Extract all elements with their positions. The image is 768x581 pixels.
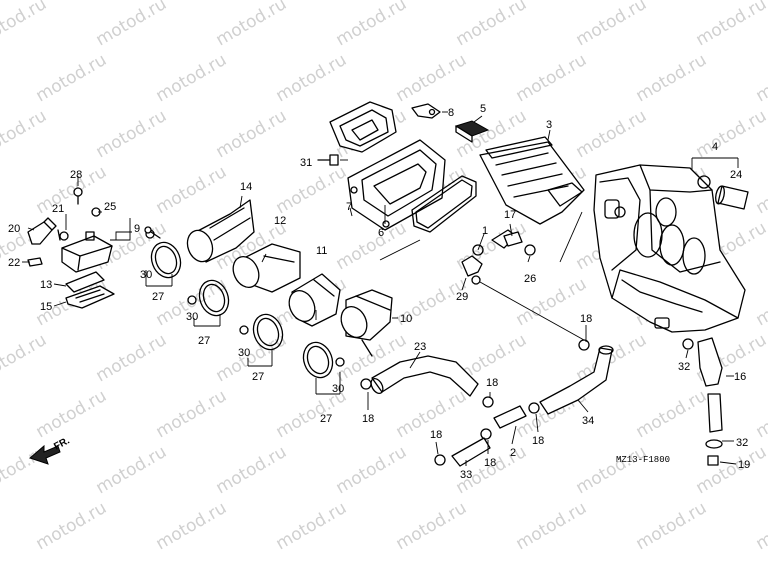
- callout-18-b: 18: [486, 377, 498, 389]
- watermark-text: motod.ru: [633, 386, 711, 442]
- watermark-text: motod.ru: [753, 274, 768, 330]
- watermark-text: motod.ru: [753, 50, 768, 106]
- callout-27-c: 27: [252, 371, 264, 383]
- watermark-text: motod.ru: [153, 50, 231, 106]
- callout-30-c: 30: [238, 347, 250, 359]
- watermark-text: motod.ru: [633, 50, 711, 106]
- callout-9: 9: [134, 223, 140, 235]
- watermark-text: motod.ru: [93, 442, 171, 498]
- callout-28: 28: [70, 169, 82, 181]
- watermark-text: motod.ru: [93, 330, 171, 386]
- callout-12: 12: [274, 215, 286, 227]
- element-frame: [348, 140, 445, 230]
- watermark-text: motod.ru: [573, 0, 651, 50]
- callout-23: 23: [414, 341, 426, 353]
- callout-1: 1: [482, 225, 488, 237]
- callout-27-b: 27: [198, 335, 210, 347]
- watermark-text: motod.ru: [273, 50, 351, 106]
- callout-21: 21: [52, 203, 64, 215]
- callout-18-e: 18: [532, 435, 544, 447]
- watermark-text: motod.ru: [333, 218, 411, 274]
- watermark-text: motod.ru: [153, 162, 231, 218]
- watermark-text: motod.ru: [693, 106, 768, 162]
- callout-10: 10: [400, 313, 412, 325]
- callout-17: 17: [504, 209, 516, 221]
- watermark-text: motod.ru: [153, 386, 231, 442]
- cover-plate: [330, 102, 396, 152]
- watermark-text: motod.ru: [333, 0, 411, 50]
- callout-24: 24: [730, 169, 742, 181]
- callout-19: 19: [738, 459, 750, 471]
- callout-3: 3: [546, 119, 552, 131]
- callout-6: 6: [378, 227, 384, 239]
- watermark-text: motod.ru: [33, 498, 111, 554]
- watermark-text: motod.ru: [0, 106, 50, 162]
- watermark-text: motod.ru: [513, 50, 591, 106]
- callout-29: 29: [456, 291, 468, 303]
- watermark-text: motod.ru: [213, 106, 291, 162]
- watermark-text: motod.ru: [453, 0, 531, 50]
- callout-22: 22: [8, 257, 20, 269]
- watermark-text: motod.ru: [213, 442, 291, 498]
- callout-2: 2: [510, 447, 516, 459]
- watermark-text: motod.ru: [573, 442, 651, 498]
- callout-27-d: 27: [320, 413, 332, 425]
- callout-13: 13: [40, 279, 52, 291]
- callout-20: 20: [8, 223, 20, 235]
- watermark-text: motod.ru: [393, 50, 471, 106]
- watermark-text: motod.ru: [753, 162, 768, 218]
- watermark-text: motod.ru: [93, 0, 171, 50]
- watermark-text: motod.ru: [693, 0, 768, 50]
- callout-27-a: 27: [152, 291, 164, 303]
- bolt-31: [318, 155, 338, 165]
- callout-16: 16: [734, 371, 746, 383]
- callout-18-a: 18: [580, 313, 592, 325]
- callout-34: 34: [582, 415, 594, 427]
- callout-18-d: 18: [430, 429, 442, 441]
- callout-5: 5: [480, 103, 486, 115]
- watermark-text: motod.ru: [0, 0, 50, 50]
- watermark-text: motod.ru: [573, 106, 651, 162]
- watermark-text: motod.ru: [333, 442, 411, 498]
- callout-18-f: 18: [362, 413, 374, 425]
- callout-4: 4: [712, 141, 718, 153]
- callout-14: 14: [240, 181, 252, 193]
- callout-25: 25: [104, 201, 116, 213]
- callout-30-d: 30: [332, 383, 344, 395]
- callout-30-b: 30: [186, 311, 198, 323]
- callout-11: 11: [316, 245, 327, 257]
- callout-18-c: 18: [484, 457, 496, 469]
- part-24-cylinder: [714, 185, 748, 209]
- callout-26: 26: [524, 273, 536, 285]
- watermark-text: motod.ru: [153, 498, 231, 554]
- bracket-8: [412, 104, 440, 118]
- watermark-text: motod.ru: [0, 330, 50, 386]
- watermark-text: motod.ru: [33, 50, 111, 106]
- watermark-text: motod.ru: [513, 498, 591, 554]
- air-cleaner-parts: [28, 102, 748, 466]
- watermark-text: motod.ru: [33, 386, 111, 442]
- callout-7: 7: [346, 201, 352, 213]
- callout-33: 33: [460, 469, 472, 481]
- watermark-text: motod.ru: [393, 498, 471, 554]
- callout-31: 31: [300, 157, 312, 169]
- callout-30-a: 30: [140, 269, 152, 281]
- watermark-text: motod.ru: [633, 498, 711, 554]
- callout-32-b: 32: [736, 437, 748, 449]
- watermark-text: motod.ru: [213, 0, 291, 50]
- diagram-code: MZ13-F1800: [616, 455, 670, 465]
- watermark-text: motod.ru: [753, 386, 768, 442]
- callout-15: 15: [40, 301, 52, 313]
- watermark-text: motod.ru: [693, 442, 768, 498]
- callout-32-a: 32: [678, 361, 690, 373]
- watermark-text: motod.ru: [273, 498, 351, 554]
- direction-label: FR.: [52, 435, 72, 452]
- air-cleaner-element: [480, 137, 584, 224]
- callout-8: 8: [448, 107, 454, 119]
- watermark-text: motod.ru: [273, 162, 351, 218]
- watermark-text: motod.ru: [93, 106, 171, 162]
- watermark-text: motod.ru: [753, 498, 768, 554]
